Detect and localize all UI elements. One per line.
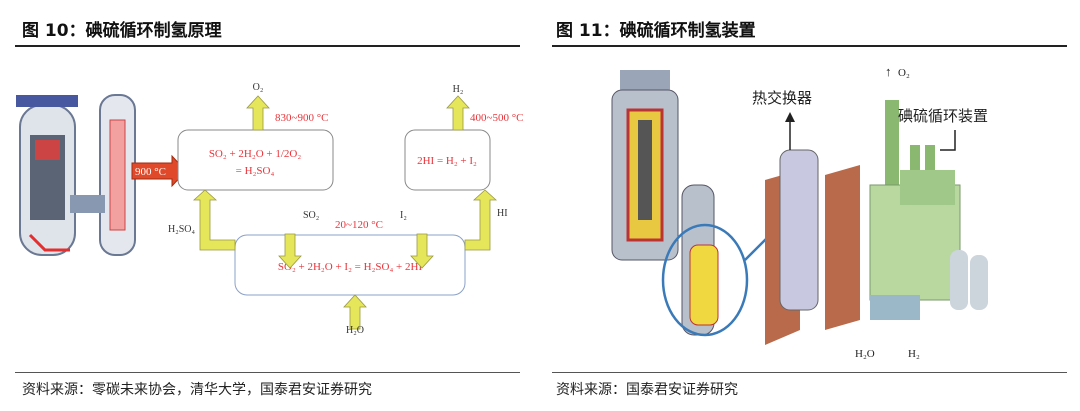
hi-label: HI	[497, 208, 508, 219]
reaction-2: 2HI = H₂ + I₂	[417, 155, 477, 167]
htgr-reactor-illustration	[16, 94, 136, 256]
h2so4-label: H₂SO₄	[168, 224, 195, 235]
reaction-3: SO₂ + 2H₂O + I₂ = H₂SO₄ + 2HI	[278, 261, 423, 273]
reaction-1-line-2: = H₂SO₄	[236, 165, 275, 177]
h2o-input-label: H₂O	[855, 348, 875, 360]
h2-output-label: H₂	[908, 348, 920, 360]
so2-label: SO₂	[303, 210, 319, 221]
h2so4-arrow	[192, 189, 236, 251]
h2-label: H₂	[453, 84, 464, 95]
figure-10-source: 资料来源：零碳未来协会，清华大学，国泰君安证券研究	[22, 382, 372, 398]
svg-text:900 °C: 900 °C	[135, 166, 166, 178]
is-plant-illustration	[869, 100, 988, 320]
figure-10-title: 图 10：碘硫循环制氢原理	[22, 21, 222, 41]
heat-exchanger-label: 热交换器	[752, 89, 812, 107]
heat-exchanger-illustration	[765, 112, 860, 345]
figure-11-title: 图 11：碘硫循环制氢装置	[556, 21, 756, 41]
h2-arrow	[446, 95, 470, 131]
o2-arrow	[246, 95, 270, 131]
source-rule-right	[552, 372, 1067, 373]
i2-label: I₂	[400, 210, 407, 221]
source-rule-left	[15, 372, 520, 373]
reaction-1-line-1: SO₂ + 2H₂O + 1/2O₂	[209, 148, 302, 160]
reaction-box-bunsen-decomp	[177, 129, 334, 191]
h2o-label: H₂O	[346, 325, 364, 336]
temp-high: 830~900 °C	[275, 112, 328, 124]
reactor-vessel-illustration	[611, 70, 791, 337]
title-rule-right	[552, 45, 1067, 47]
temp-low: 20~120 °C	[335, 219, 383, 231]
reaction-box-hi-decomp	[404, 129, 491, 191]
hi-arrow	[464, 189, 498, 251]
h2o-arrow	[343, 294, 367, 330]
title-rule-left	[15, 45, 520, 47]
temp-hi: 400~500 °C	[470, 112, 523, 124]
is-plant-label: 碘硫循环装置	[898, 107, 988, 125]
o2-output-label: O₂	[898, 67, 910, 79]
figure-11-source: 资料来源：国泰君安证券研究	[556, 382, 738, 398]
heat-input-arrow: 900 °C	[131, 154, 187, 188]
up-arrow-icon: ↑	[885, 64, 892, 79]
o2-label: O₂	[253, 82, 264, 93]
